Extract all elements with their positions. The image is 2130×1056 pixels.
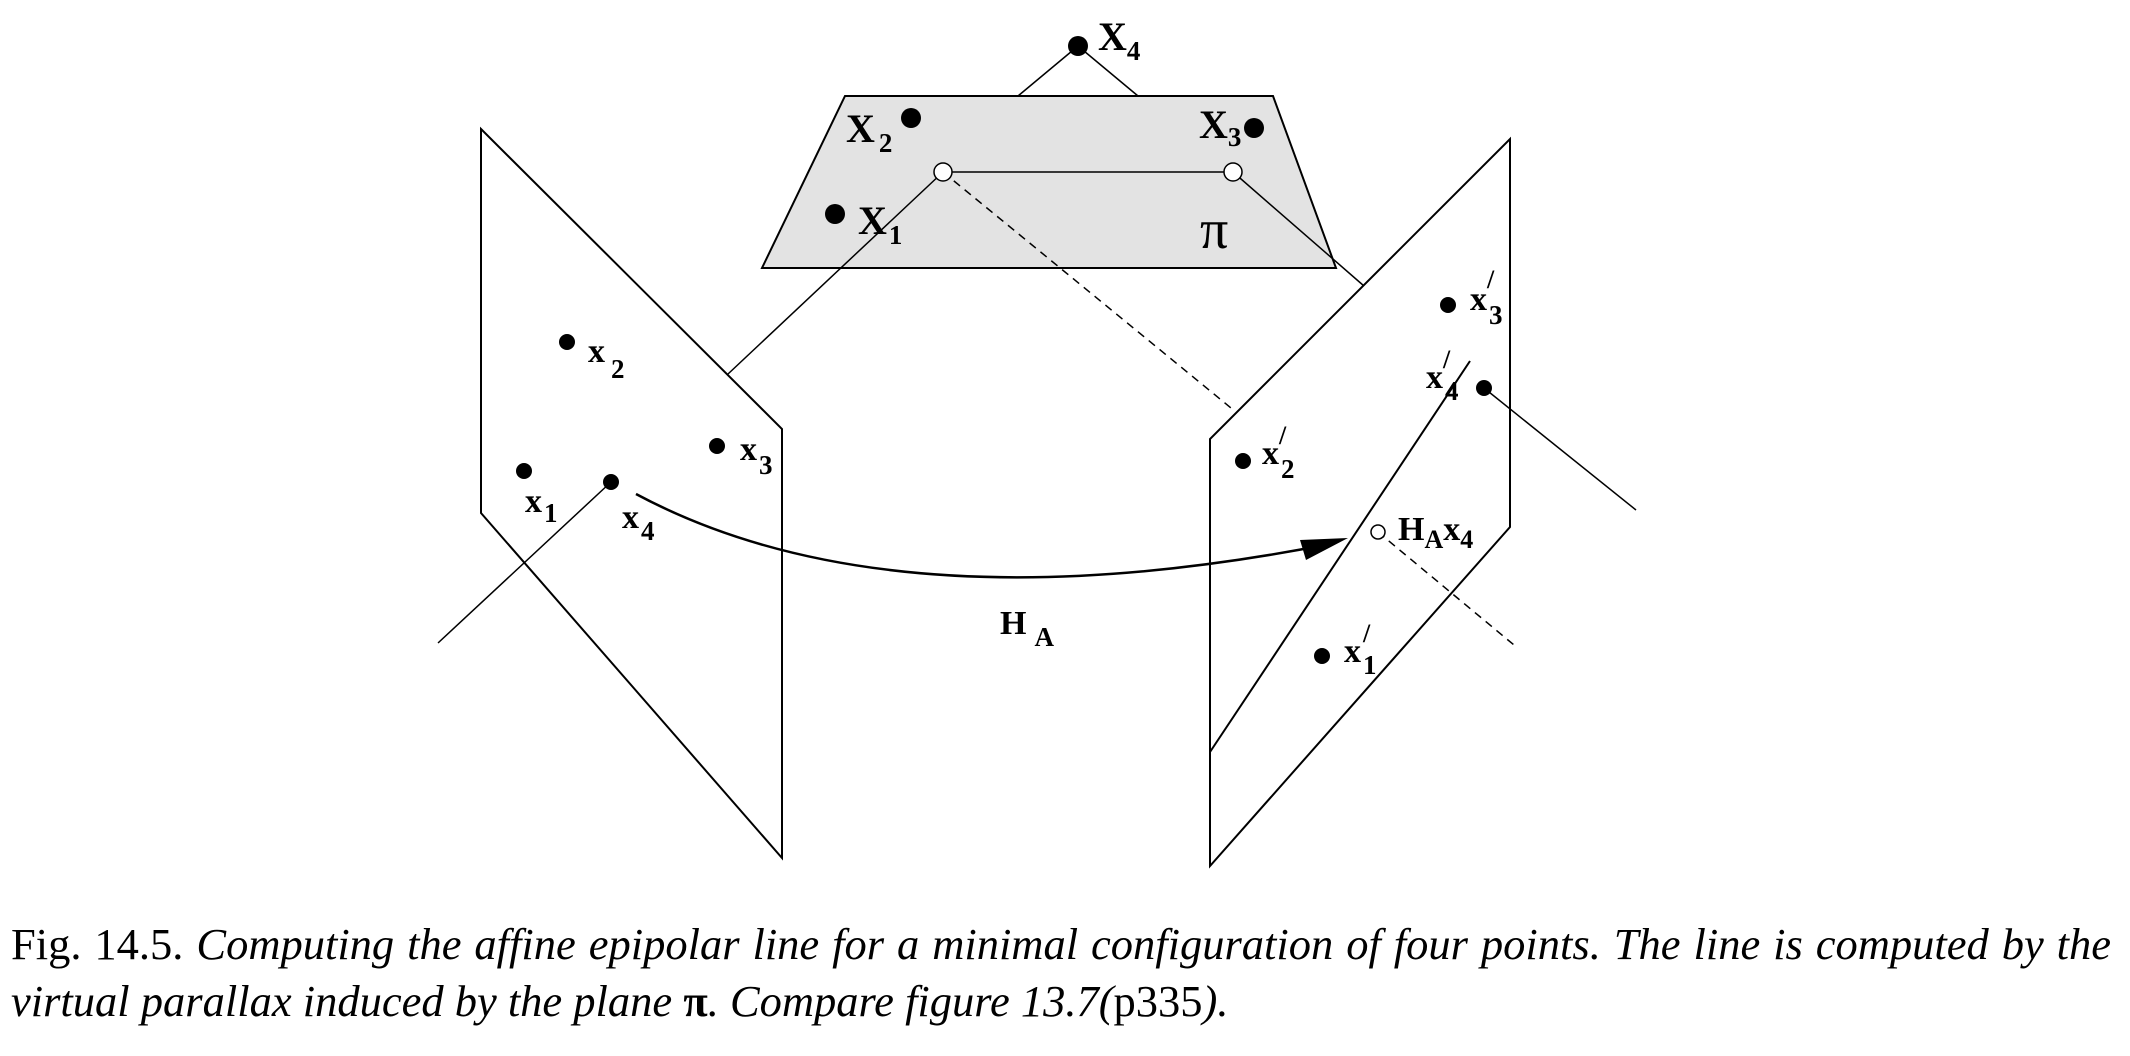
label-x4: x4: [622, 499, 655, 546]
label-xp1: x1: [1344, 633, 1377, 680]
projected-point-left: [933, 162, 953, 182]
point-X4: [1068, 36, 1088, 56]
dashed-ray-upper: [942, 171, 1232, 409]
point-X1: [825, 204, 845, 224]
caption-fig-label: Fig. 14.5.: [11, 919, 184, 969]
label-X3: X3: [1199, 102, 1241, 152]
caption-pi-symbol: π: [683, 976, 708, 1026]
right-ray-upper: [1232, 171, 1365, 287]
label-xp2-prime: /: [1278, 421, 1287, 450]
point-HAx4: [1370, 524, 1386, 540]
point-x4: [603, 474, 619, 490]
projected-point-right: [1223, 162, 1243, 182]
x4-line-right: [1077, 45, 1139, 97]
epipolar-line: [1209, 360, 1471, 753]
label-xp4: x4: [1426, 359, 1459, 406]
label-HAx4: HAx4: [1398, 511, 1473, 554]
left-ray-lower: [437, 481, 612, 644]
homography-arrowhead: [1300, 538, 1348, 560]
point-xp3: [1440, 297, 1456, 313]
caption-text-4: ).: [1202, 976, 1229, 1026]
caption-text-3: . Compare figure 13.7(: [707, 976, 1114, 1026]
caption-text-1: Computing the affine epipolar line for a…: [196, 919, 1590, 969]
point-X2: [901, 108, 921, 128]
label-x3: x3: [740, 431, 773, 480]
homography-arrow: [635, 492, 1331, 579]
point-x2: [559, 334, 575, 350]
label-xp4-prime: /: [1442, 345, 1451, 374]
left-ray-upper: [727, 171, 944, 375]
point-xp1: [1314, 648, 1330, 664]
figure-caption: Fig. 14.5. Computing the affine epipolar…: [11, 916, 2111, 1030]
label-X1: X1: [858, 198, 902, 250]
x4-line-left: [1017, 45, 1079, 97]
label-x1: x1: [525, 483, 558, 528]
caption-text-2: . The line is computed by the virtual pa…: [11, 919, 2112, 1026]
right-ray-lower: [1483, 387, 1637, 511]
label-xp2: x2: [1262, 435, 1295, 484]
label-xp1-prime: /: [1362, 619, 1371, 648]
point-xp2: [1235, 453, 1251, 469]
label-pi: π: [1200, 199, 1228, 261]
caption-page-ref[interactable]: p335: [1113, 976, 1203, 1026]
label-xp3: x3: [1470, 281, 1503, 330]
left-image-plane: [480, 126, 783, 861]
dashed-ray-lower: [1377, 531, 1515, 646]
point-X3: [1244, 118, 1264, 138]
plane-pi: [760, 95, 1338, 269]
right-image-plane: [1209, 136, 1511, 869]
point-x1: [516, 463, 532, 479]
point-xp4: [1476, 380, 1492, 396]
point-x3: [709, 438, 725, 454]
label-xp3-prime: /: [1486, 265, 1495, 294]
label-X4: X4: [1098, 14, 1140, 66]
